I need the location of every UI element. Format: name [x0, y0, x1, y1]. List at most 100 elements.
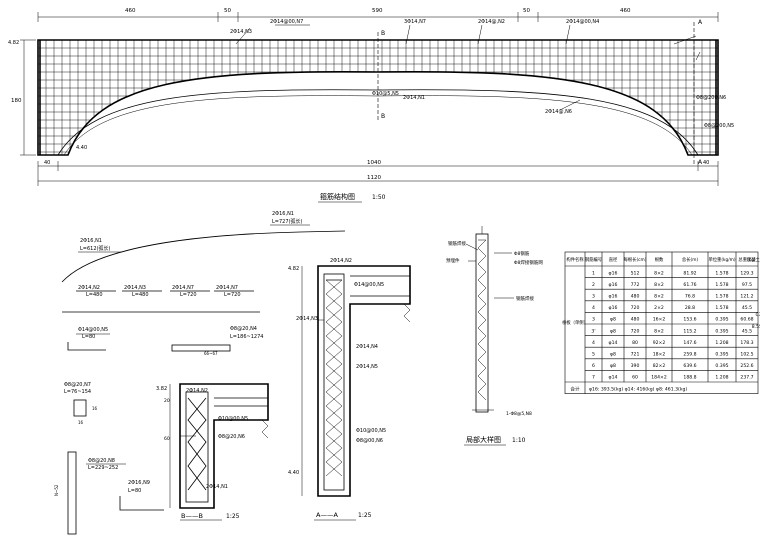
n9-label: 2Φ16,N9	[128, 480, 150, 486]
table-cell: 0.395	[715, 363, 728, 369]
dim-mid-1: 40	[44, 160, 50, 166]
rebar-table: 构件名称钢筋编号直径每根长(cm)根数总长(m)单位重(kg/m)总重(kg)混…	[562, 251, 760, 394]
table-header: 总重(kg)	[738, 256, 755, 263]
callout-5: 2Φ14,N3	[230, 29, 252, 35]
table-cell: 1.578	[715, 294, 728, 300]
b-level: 3.82	[156, 386, 167, 392]
table-cell: 720	[631, 328, 640, 334]
section-mark-b-top: B	[381, 30, 385, 37]
detail-label-2: Φ8钢筋	[514, 250, 530, 257]
table-cell: φ16	[609, 270, 618, 276]
a-title: A——A	[316, 511, 338, 519]
callout-10: Φ8@200,N6	[696, 95, 726, 101]
dim-height: 180	[11, 98, 22, 104]
table-cell: 2	[592, 282, 595, 288]
table-cell: 237.7	[740, 375, 753, 381]
b-dim-1: 20	[164, 398, 170, 404]
table-cell: 92×2	[653, 340, 666, 346]
svg-text:16: 16	[92, 406, 98, 411]
b-label-3: Φ8@20,N6	[218, 434, 245, 440]
a-level-bottom: 4.40	[288, 470, 299, 476]
table-header: 单位重(kg/m)	[708, 256, 735, 263]
table-cell: 3	[592, 294, 595, 300]
table-cell: 7	[592, 375, 595, 381]
dim-mid-3: 40	[703, 160, 709, 166]
bar-2-length: L=480	[132, 292, 149, 298]
table-cell: 61.76	[683, 282, 696, 288]
table-cell: 178.3	[740, 340, 753, 346]
elevation-title: 箍筋结构图	[320, 192, 355, 201]
table-cell: 639.6	[683, 363, 696, 369]
a-label-1: 2Φ14,N2	[330, 258, 352, 264]
b-label-2: Φ10@00,N5	[218, 416, 248, 422]
section-mark-a-bottom: A	[698, 159, 703, 166]
dim-overall: 1120	[367, 175, 381, 181]
a-label-7: Φ8@00,N6	[356, 438, 383, 444]
section-mark-a-top: A	[698, 19, 703, 26]
detail-label-4: Φ8焊接钢筋网	[514, 259, 543, 266]
b-scale: 1:25	[226, 513, 240, 520]
dim-top-1: 460	[125, 8, 136, 14]
callout-7: 2Φ14,N1	[403, 95, 425, 101]
table-cell: φ8	[610, 363, 616, 369]
table-cell: 1.578	[715, 282, 728, 288]
table-concrete-volume: 8.55m³	[752, 324, 760, 330]
n8-length: L=229~252	[88, 465, 118, 471]
table-header: 直径	[609, 256, 618, 263]
table-cell: 28.8	[685, 305, 695, 311]
table-cell: 188.8	[683, 375, 696, 381]
a-level-top: 4.82	[288, 266, 299, 272]
bar-1-length: L=480	[86, 292, 103, 298]
b-label-1: 2Φ14,N2	[186, 388, 208, 394]
section-b-b: 3.82 20 60 2Φ14,N2 Φ10@00,N5 Φ8@20,N6 2Φ…	[156, 383, 269, 521]
detail-scale: 1:10	[512, 437, 526, 444]
table-cell: 8×2	[654, 328, 664, 334]
svg-text:N~52: N~52	[54, 484, 59, 496]
table-cell: 16×2	[653, 317, 666, 323]
table-cell: 97.5	[742, 282, 752, 288]
table-cell: 0.395	[715, 352, 728, 358]
bar-4-label: 2Φ14,N7	[216, 285, 238, 291]
bar-2-label: 2Φ14,N3	[124, 285, 146, 291]
level-bottom: 4.40	[76, 145, 87, 151]
top-bar-length: L=727(弧长)	[272, 218, 302, 225]
callout-1: 2Φ14@00,N7	[270, 19, 303, 25]
b-dim-2: 60	[164, 436, 170, 442]
table-cell: φ16	[609, 294, 618, 300]
svg-text:66~67: 66~67	[204, 351, 218, 356]
table-cell: 147.6	[683, 340, 696, 346]
a-label-3: 2Φ14,N3	[296, 316, 318, 322]
table-cell: 45.5	[742, 305, 752, 311]
table-cell: 129.3	[740, 270, 753, 276]
table-header: 总长(m)	[682, 256, 698, 263]
rebar-details: 2Φ16,N1 L=727(弧长) 2Φ16,N1 L=612(弧长) 2Φ14…	[54, 211, 346, 535]
n4-length: L=186~1274	[230, 334, 263, 340]
callout-6: Φ10@5,N5	[372, 91, 399, 97]
elevation-view: 460 50 590 50 460 B B A A 180 4.82	[8, 8, 734, 203]
table-cell: 60	[632, 375, 638, 381]
dim-top-2: 50	[224, 8, 231, 14]
table-cell: 81.92	[683, 270, 696, 276]
table-cell: 259.8	[683, 352, 696, 358]
table-cell: 184×2	[651, 375, 667, 381]
n5-label: Φ14@00,N5	[78, 327, 108, 333]
table-concrete-grade: C30	[755, 312, 760, 318]
table-cell: 8×2	[654, 282, 664, 288]
dim-top-5: 460	[620, 8, 631, 14]
table-cell: 8×2	[654, 294, 664, 300]
table-cell: 1	[592, 270, 595, 276]
section-a-a: 4.82 4.40 2Φ14,N2 Φ14@00,N5 2Φ14,N3 2Φ14…	[288, 258, 411, 521]
table-cell: 102.5	[740, 352, 753, 358]
table-cell: 480	[631, 294, 640, 300]
table-cell: 4	[592, 340, 595, 346]
table-cell: 8×2	[654, 270, 664, 276]
a-scale: 1:25	[358, 512, 372, 519]
table-cell: 480	[631, 317, 640, 323]
n8-label: Φ8@20,N8	[88, 458, 115, 464]
n5-length: L=80	[82, 334, 95, 340]
table-cell: 153.6	[683, 317, 696, 323]
detail-title: 局部大样图	[466, 435, 501, 444]
a-label-2: Φ14@00,N5	[354, 282, 384, 288]
table-cell: 6	[592, 363, 595, 369]
table-cell: 0.395	[715, 317, 728, 323]
